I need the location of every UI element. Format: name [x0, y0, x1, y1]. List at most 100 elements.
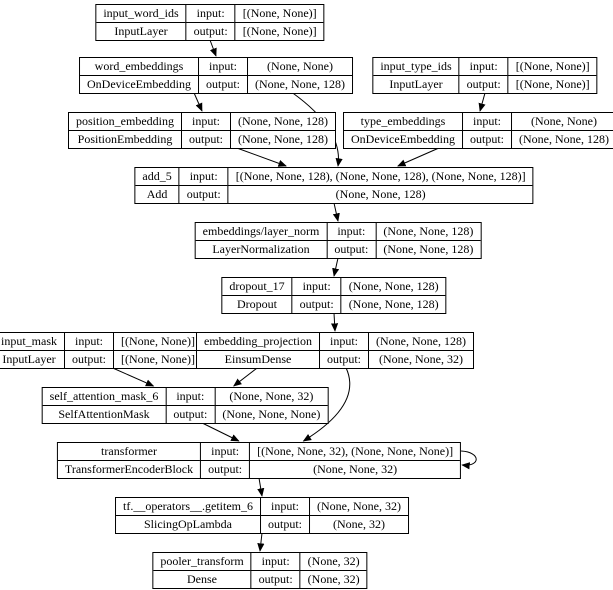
- layer-name: tf.__operators__.getitem_6: [123, 499, 253, 513]
- layer-class: Add: [135, 185, 179, 203]
- layer-class: Dense: [153, 570, 251, 588]
- input-shape: (None, None, 128): [375, 223, 480, 240]
- output-label: output:: [461, 130, 511, 148]
- output-shape: (None, None, 128): [340, 295, 446, 313]
- layer-class: PositionEmbedding: [69, 130, 181, 148]
- layer-class: TransformerEncoderBlock: [57, 460, 201, 478]
- input-shape: (None, None, 32): [309, 498, 408, 515]
- output-label: output:: [458, 75, 508, 93]
- layer-name: pooler_transform: [160, 554, 244, 568]
- node-self_attention_mask_6: self_attention_mask_6 input: (None, None…: [41, 387, 329, 424]
- input-label: input:: [259, 498, 309, 515]
- input-shape: (None, None, 32): [214, 388, 327, 405]
- input-shape: (None, 32): [299, 553, 367, 570]
- output-shape: (None, None, 32): [368, 350, 473, 368]
- output-shape: [(None, None)]: [113, 350, 202, 368]
- input-label: input:: [178, 168, 228, 185]
- output-shape: [(None, None)]: [234, 22, 324, 40]
- output-label: output:: [259, 515, 309, 533]
- input-label: input:: [461, 113, 511, 130]
- output-label: output:: [165, 405, 215, 423]
- layer-name: add_5: [142, 169, 172, 183]
- layer-name: dropout_17: [229, 279, 285, 293]
- node-input_type_ids: input_type_ids input: [(None, None)] Inp…: [372, 57, 598, 94]
- layer-class: SlicingOpLambda: [116, 515, 260, 533]
- layer-name: embedding_projection: [204, 334, 312, 348]
- layer-class: InputLayer: [0, 350, 65, 368]
- edge-dropout_17-to-embedding_projection: [331, 312, 339, 332]
- edge-input_word_ids-to-word_embeddings: [209, 39, 217, 57]
- input-shape: [(None, None)]: [507, 58, 597, 75]
- edge-input_mask-to-self_attention_mask_6: [112, 367, 155, 387]
- edge-getitem_6-to-pooler_transform: [257, 532, 265, 552]
- input-label: input:: [165, 388, 214, 405]
- layer-name: input_mask: [1, 334, 58, 348]
- output-shape: (None, None, None): [214, 405, 328, 423]
- output-label: output:: [326, 240, 376, 258]
- edge-word_embeddings-to-position_embedding: [193, 92, 203, 112]
- input-shape: [(None, None, 128), (None, None, 128), (…: [227, 168, 533, 185]
- input-label: input:: [291, 278, 341, 295]
- node-input_mask: input_mask input: [(None, None)] InputLa…: [0, 332, 203, 369]
- layer-name: embeddings/layer_norm: [202, 224, 320, 238]
- edge-self_attention_mask_6-to-transformer: [201, 422, 240, 442]
- layer-name: type_embeddings: [360, 114, 446, 128]
- output-shape: (None, 32): [299, 570, 367, 588]
- node-embedding_projection: embedding_projection input: (None, None,…: [196, 332, 474, 369]
- output-shape: (None, None, 128): [227, 185, 533, 203]
- layer-class: InputLayer: [96, 22, 186, 40]
- layer-class: OnDeviceEmbedding: [344, 130, 462, 148]
- input-label: input:: [250, 553, 300, 570]
- output-label: output:: [181, 130, 231, 148]
- edge-input_type_ids-to-type_embeddings: [478, 92, 486, 112]
- node-transformer: transformer input: [(None, None, 32), (N…: [56, 442, 462, 479]
- input-label: input:: [200, 443, 249, 460]
- output-shape: (None, None, 128): [375, 240, 481, 258]
- output-label: output:: [291, 295, 341, 313]
- node-embeddings-layer_norm: embeddings/layer_norm input: (None, None…: [194, 222, 482, 259]
- layer-class: InputLayer: [373, 75, 459, 93]
- input-label: input:: [458, 58, 508, 75]
- input-shape: (None, None, 128): [368, 333, 473, 350]
- output-shape: (None, None, 128): [247, 75, 352, 93]
- node-tf-operators-getitem_6: tf.__operators__.getitem_6 input: (None,…: [115, 497, 409, 534]
- layer-class: EinsumDense: [197, 350, 319, 368]
- node-input_word_ids: input_word_ids input: [(None, None)] Inp…: [95, 4, 325, 41]
- edge-transformer-to-getitem_6: [257, 477, 265, 497]
- layer-name: self_attention_mask_6: [49, 389, 159, 403]
- output-shape: (None, 32): [309, 515, 408, 533]
- edge-transformer-to-transformer: [461, 450, 477, 470]
- node-dropout_17: dropout_17 input: (None, None, 128) Drop…: [221, 277, 447, 314]
- input-shape: [(None, None)]: [234, 5, 324, 22]
- input-shape: [(None, None, 32), (None, None, None)]: [249, 443, 460, 460]
- layer-name: input_word_ids: [103, 6, 179, 20]
- node-type_embeddings: type_embeddings input: (None, None) OnDe…: [343, 112, 613, 149]
- output-shape: (None, None, 32): [249, 460, 461, 478]
- input-shape: [(None, None)]: [113, 333, 202, 350]
- output-shape: (None, None, 128): [511, 130, 613, 148]
- edge-embedding_projection-to-self_attention_mask_6: [233, 367, 258, 387]
- layer-class: SelfAttentionMask: [42, 405, 166, 423]
- output-shape: (None, None, 128): [230, 130, 335, 148]
- layer-name: transformer: [101, 444, 158, 458]
- output-label: output:: [178, 185, 228, 203]
- layer-class: Dropout: [222, 295, 292, 313]
- node-pooler_transform: pooler_transform input: (None, 32) Dense…: [152, 552, 368, 589]
- output-shape: [(None, None)]: [507, 75, 597, 93]
- output-label: output:: [185, 22, 235, 40]
- output-label: output:: [318, 350, 369, 368]
- output-label: output:: [64, 350, 114, 368]
- input-label: input:: [197, 58, 247, 75]
- input-label: input:: [326, 223, 375, 240]
- input-label: input:: [181, 113, 230, 130]
- layer-class: LayerNormalization: [195, 240, 327, 258]
- edge-position_embedding-to-add_5: [236, 147, 287, 167]
- input-label: input:: [64, 333, 113, 350]
- input-shape: (None, None, 128): [230, 113, 335, 130]
- edge-add_5-to-layer_norm: [332, 202, 340, 222]
- output-label: output:: [200, 460, 250, 478]
- output-label: output:: [197, 75, 247, 93]
- layer-name: position_embedding: [76, 114, 174, 128]
- node-position_embedding: position_embedding input: (None, None, 1…: [68, 112, 336, 149]
- input-shape: (None, None): [247, 58, 352, 75]
